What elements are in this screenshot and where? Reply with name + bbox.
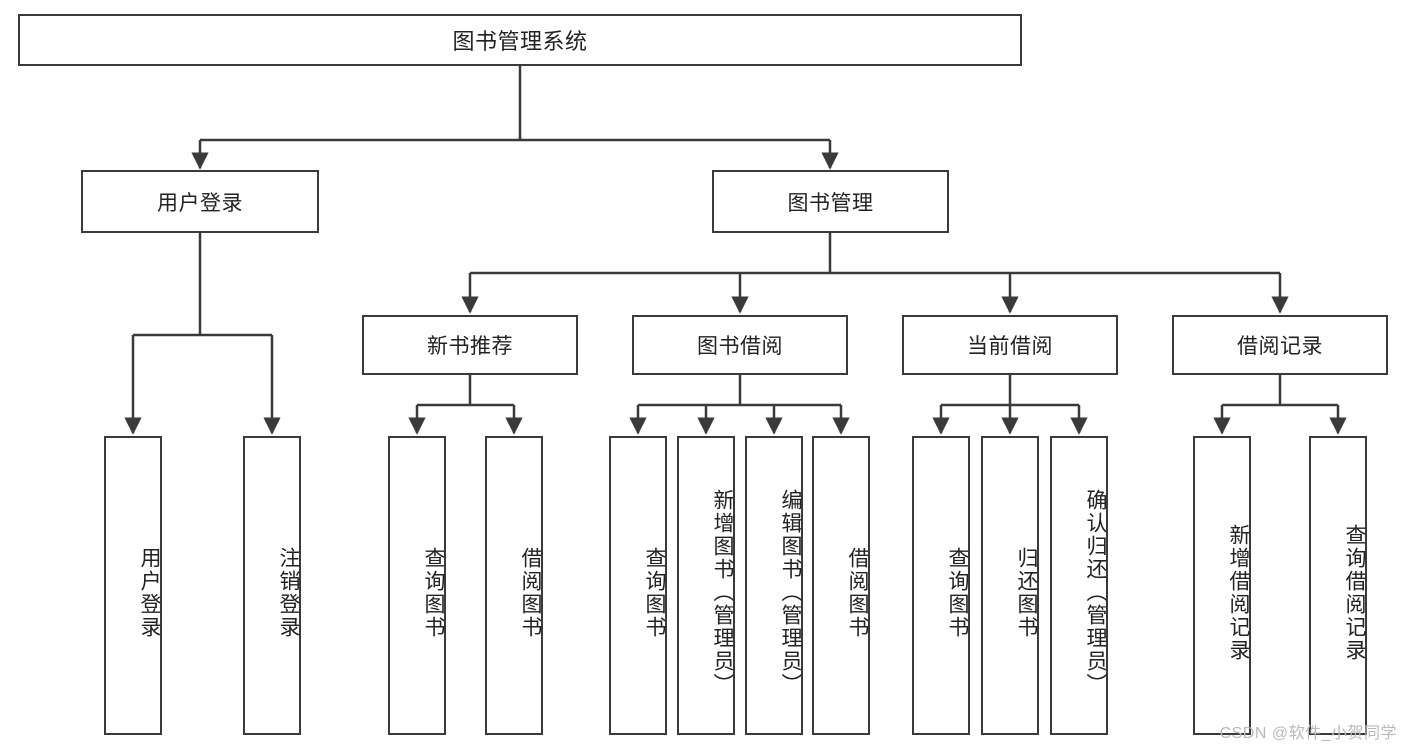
leaf-borrow-record-2-label: 查询借阅记录 <box>1343 523 1366 662</box>
leaf-current-borrow-2[interactable]: 归还图书 <box>981 436 1039 735</box>
leaf-book-borrow-4-label: 借阅图书 <box>846 546 869 639</box>
leaf-book-borrow-2[interactable]: 新增图书（管理员） <box>677 436 735 735</box>
leaf-user-login-2[interactable]: 注销登录 <box>243 436 301 735</box>
leaf-current-borrow-3-label: 确认归还（管理员） <box>1084 489 1107 696</box>
node-new-book-recommend-label: 新书推荐 <box>427 335 513 358</box>
watermark-text: CSDN @软件_小贺同学 <box>1219 725 1397 742</box>
node-borrow-record-label: 借阅记录 <box>1237 335 1323 358</box>
node-new-book-recommend[interactable]: 新书推荐 <box>362 315 578 375</box>
node-borrow-record[interactable]: 借阅记录 <box>1172 315 1388 375</box>
leaf-user-login-1[interactable]: 用户登录 <box>104 436 162 735</box>
leaf-new-book-2-label: 借阅图书 <box>519 546 542 639</box>
node-user-login-label: 用户登录 <box>157 191 243 215</box>
leaf-book-borrow-2-label: 新增图书（管理员） <box>711 489 734 696</box>
node-book-borrow[interactable]: 图书借阅 <box>632 315 848 375</box>
leaf-current-borrow-3[interactable]: 确认归还（管理员） <box>1050 436 1108 735</box>
leaf-borrow-record-1[interactable]: 新增借阅记录 <box>1193 436 1251 735</box>
node-current-borrow[interactable]: 当前借阅 <box>902 315 1118 375</box>
leaf-book-borrow-3-label: 编辑图书（管理员） <box>779 489 802 696</box>
node-book-manage-label: 图书管理 <box>787 191 874 215</box>
leaf-book-borrow-4[interactable]: 借阅图书 <box>812 436 870 735</box>
node-current-borrow-label: 当前借阅 <box>967 335 1053 358</box>
leaf-new-book-2[interactable]: 借阅图书 <box>485 436 543 735</box>
leaf-current-borrow-1-label: 查询图书 <box>946 546 969 639</box>
node-book-manage[interactable]: 图书管理 <box>712 170 949 233</box>
leaf-book-borrow-1[interactable]: 查询图书 <box>609 436 667 735</box>
leaf-user-login-2-label: 注销登录 <box>277 546 300 639</box>
leaf-book-borrow-1-label: 查询图书 <box>643 546 666 639</box>
node-user-login[interactable]: 用户登录 <box>81 170 319 233</box>
leaf-user-login-1-label: 用户登录 <box>138 546 161 639</box>
leaf-current-borrow-2-label: 归还图书 <box>1015 546 1038 639</box>
node-root[interactable]: 图书管理系统 <box>18 14 1022 66</box>
leaf-new-book-1[interactable]: 查询图书 <box>388 436 446 735</box>
leaf-borrow-record-2[interactable]: 查询借阅记录 <box>1309 436 1367 735</box>
leaf-current-borrow-1[interactable]: 查询图书 <box>912 436 970 735</box>
leaf-new-book-1-label: 查询图书 <box>422 546 445 639</box>
node-book-borrow-label: 图书借阅 <box>697 335 783 358</box>
leaf-borrow-record-1-label: 新增借阅记录 <box>1227 523 1250 662</box>
node-root-label: 图书管理系统 <box>452 29 588 54</box>
leaf-book-borrow-3[interactable]: 编辑图书（管理员） <box>745 436 803 735</box>
